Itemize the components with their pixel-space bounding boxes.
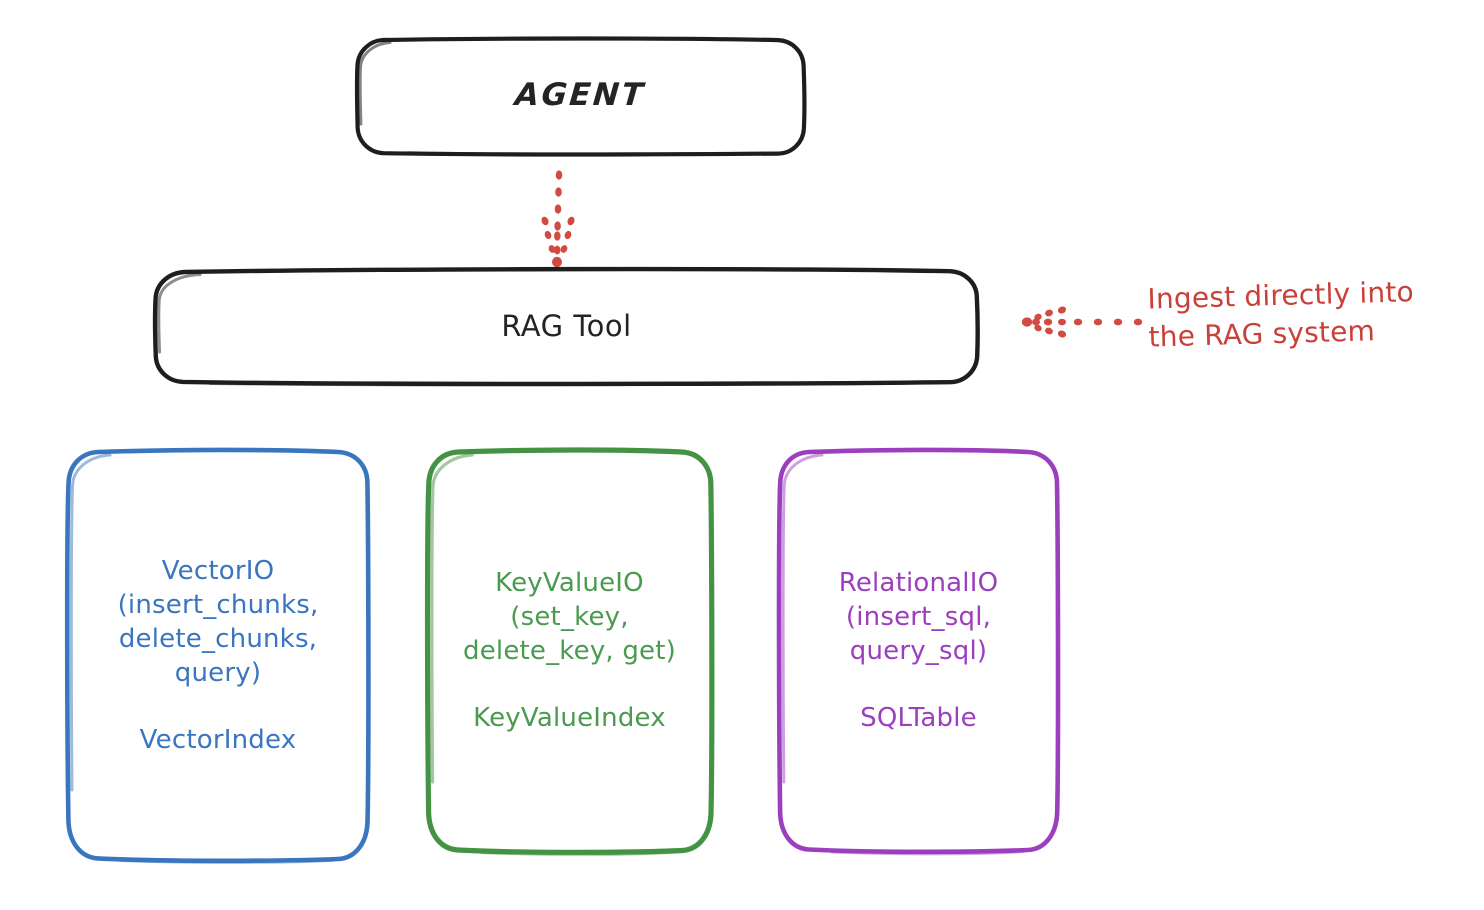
agent-label: AGENT <box>513 77 648 114</box>
agent-to-rag-tool-connector <box>541 170 575 268</box>
ingest-annotation-text: Ingest directly into the RAG system <box>1147 275 1415 354</box>
key-value-io-node[interactable]: KeyValueIO (set_key, delete_key, get) Ke… <box>428 450 711 850</box>
rag-tool-label: RAG Tool <box>501 308 632 343</box>
relational-io-content: RelationalIO (insert_sql, query_sql) SQL… <box>779 567 1058 732</box>
relational-io-node[interactable]: RelationalIO (insert_sql, query_sql) SQL… <box>779 450 1058 850</box>
rag-tool-box-outline <box>152 266 980 387</box>
key-value-io-label: KeyValueIO (set_key, delete_key, get) <box>463 568 676 666</box>
vector-index-label: VectorIndex <box>139 724 297 755</box>
sql-table-label: SQLTable <box>860 702 977 733</box>
agent-box-outline <box>354 36 807 157</box>
vector-io-content: VectorIO (insert_chunks, delete_chunks, … <box>68 555 368 754</box>
ingest-to-rag-tool-connector <box>1021 306 1143 338</box>
relational-io-label: RelationalIO (insert_sql, query_sql) <box>838 568 999 666</box>
key-value-io-content: KeyValueIO (set_key, delete_key, get) Ke… <box>428 567 711 732</box>
rag-tool-node[interactable]: RAG Tool <box>155 270 978 383</box>
key-value-index-label: KeyValueIndex <box>473 702 666 733</box>
relational-io-box-outline <box>776 447 1061 856</box>
vector-io-node[interactable]: VectorIO (insert_chunks, delete_chunks, … <box>68 450 368 860</box>
agent-node[interactable]: AGENT <box>357 38 804 154</box>
key-value-io-box-outline <box>424 447 715 856</box>
vector-io-label: VectorIO (insert_chunks, delete_chunks, … <box>117 556 319 688</box>
vector-io-box-outline <box>64 447 371 864</box>
